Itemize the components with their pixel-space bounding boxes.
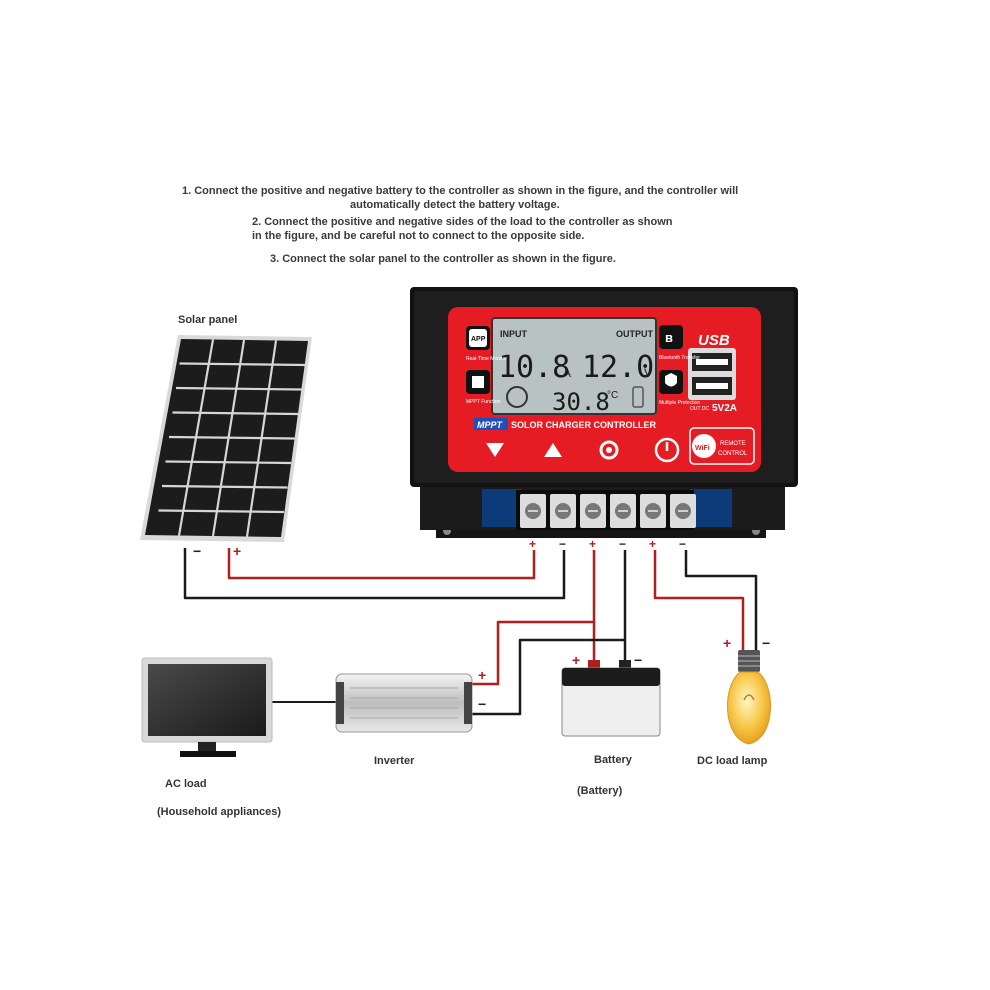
app-caption: Real-Time Monitor <box>466 356 507 362</box>
monitor-icon <box>141 657 273 757</box>
charge-controller <box>410 287 798 538</box>
ac-load-label: AC load <box>165 778 207 790</box>
battery-paren-label: (Battery) <box>577 785 623 797</box>
panel-minus-sign: − <box>193 543 201 559</box>
instruction-1a: 1. Connect the positive and negative bat… <box>182 185 739 197</box>
lcd-screen <box>491 317 657 415</box>
lamp-positive-wire <box>653 550 745 650</box>
product-name: SOLOR CHARGER CONTROLLER <box>511 420 656 430</box>
inverter-label: Inverter <box>374 755 415 767</box>
app-icon-text: APP <box>471 336 486 343</box>
up-button <box>544 443 562 457</box>
solar-panel-label: Solar panel <box>178 314 238 326</box>
battery-plus-sign: + <box>572 652 580 668</box>
inverter-negative-wire <box>472 638 625 716</box>
panel-plus-sign: + <box>233 543 241 559</box>
bluetooth-icon <box>659 325 683 349</box>
wires <box>183 548 758 716</box>
terminal-sign-3: + <box>589 537 596 551</box>
wifi-text: WiFi <box>695 445 710 452</box>
inverter-plus-sign: + <box>478 667 486 683</box>
solar-positive-wire <box>227 548 536 580</box>
instruction-3: 3. Connect the solar panel to the contro… <box>270 253 616 265</box>
bluetooth-caption: Bluetooth Transfer <box>659 355 700 361</box>
instruction-2b: in the figure, and be careful not to con… <box>252 230 585 242</box>
remote-control-badge <box>689 427 755 465</box>
lcd-output-voltage: 12.0 <box>582 350 654 385</box>
mppt-badge <box>474 418 508 430</box>
lamp-negative-wire <box>684 550 758 650</box>
terminal-sign-4: − <box>619 537 626 551</box>
light-bulb-icon <box>726 650 772 745</box>
battery-label: Battery <box>594 754 632 766</box>
mppt-badge-text: MPPT <box>477 420 504 430</box>
lamp-minus-sign: − <box>762 635 770 651</box>
terminal-sign-6: − <box>679 537 686 551</box>
lcd-battery-icon <box>632 386 644 408</box>
instruction-2a: 2. Connect the positive and negative sid… <box>252 216 673 228</box>
remote-label-1: REMOTE <box>720 441 746 447</box>
dc-lamp-label: DC load lamp <box>697 755 768 767</box>
solar-negative-wire <box>183 548 566 600</box>
power-icon <box>654 437 680 463</box>
battery-minus-sign: − <box>634 652 642 668</box>
inverter-minus-sign: − <box>478 696 486 712</box>
instruction-1b: automatically detect the battery voltage… <box>350 199 560 211</box>
usb-label: USB <box>698 332 730 349</box>
terminal-block <box>520 494 696 528</box>
mppt-caption: MPPT Function <box>466 399 501 405</box>
terminal-sign-2: − <box>559 537 566 551</box>
terminal-sign-5: + <box>649 537 656 551</box>
household-label: (Household appliances) <box>157 806 282 818</box>
usb-rating: 5V2A <box>712 403 737 414</box>
solar-panel <box>140 335 312 542</box>
bluetooth-glyph: ʙ <box>665 330 673 345</box>
out-dc-label: OUT DC <box>690 406 709 412</box>
lcd-clock-icon <box>506 386 528 408</box>
terminal-sign-1: + <box>529 537 536 551</box>
lcd-voltage-unit: V <box>644 366 652 380</box>
lcd-input-label: INPUT <box>500 329 528 339</box>
gear-icon <box>599 440 619 460</box>
battery-icon <box>561 660 661 737</box>
remote-label-2: CONTROL <box>718 451 748 457</box>
lcd-input-current: 10.8 <box>498 350 570 385</box>
lcd-temperature: 30.8 <box>552 388 610 416</box>
lamp-plus-sign: + <box>723 635 731 651</box>
protection-caption: Multiple Protection <box>659 400 700 406</box>
lcd-temp-unit: °C <box>607 390 618 401</box>
inverter-positive-wire <box>472 620 594 686</box>
lcd-current-unit: A <box>563 366 571 380</box>
inverter-icon <box>335 673 473 733</box>
down-button <box>486 443 504 457</box>
lcd-output-label: OUTPUT <box>616 329 654 339</box>
